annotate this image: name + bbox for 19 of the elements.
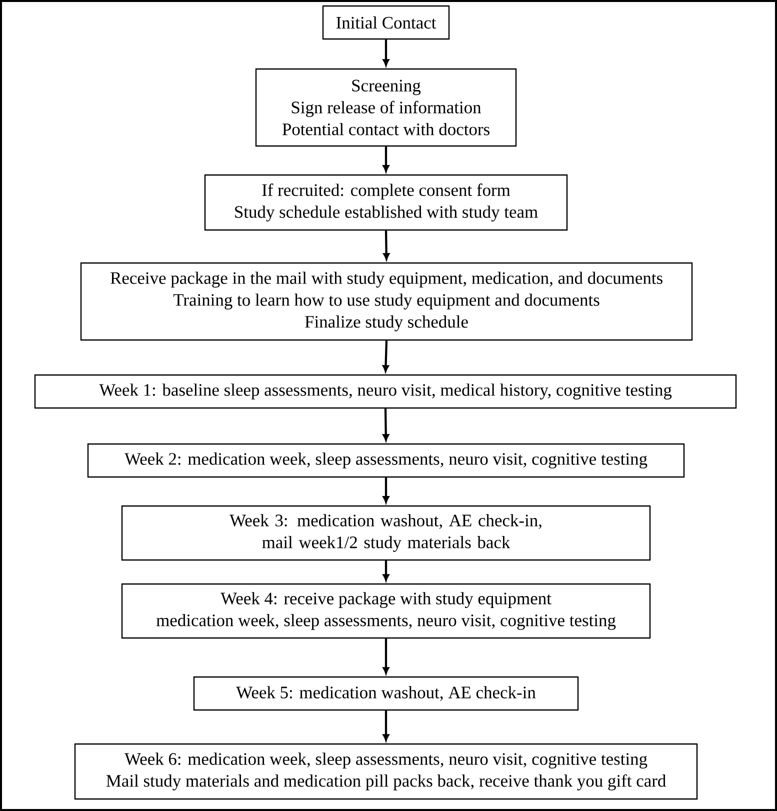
process-box: If recruited: complete consent form Study schedule established with study team [204,174,568,231]
process-box: Initial Contact [322,5,450,40]
arrow [382,408,390,441]
process-box: Week 2: medication week, sleep assessments, neuro visit, cognitive testing [87,443,685,478]
arrow [383,230,390,260]
process-box: Week 5: medication washout, AE check-in [193,676,579,711]
process-box: Week 4: receive package with study equipment medication week, sleep assessments, neuro visit, cognitive testing [121,583,651,639]
process-box: Week 3: medication washout, AE check-in, mail week1/2 study materials back [121,505,651,561]
process-box: Receive package in the mail with study equipment, medication, and documents Training to learn how to use study equipment and documents Finalize study schedule [80,262,693,341]
arrow [382,40,390,66]
process-box: Screening Sign release of information Potential contact with doctors [255,68,517,147]
arrow [382,638,390,674]
arrow [382,146,390,172]
process-box: Week 6: medication week, sleep assessments, neuro visit, cognitive testing Mail study materials and medication pill packs back, receive thank you gift card [74,743,698,800]
process-box: Week 1: baseline sleep assessments, neuro visit, medical history, cognitive testing [34,374,737,409]
arrow [382,560,390,581]
arrow [382,340,389,372]
arrow [382,710,390,741]
arrow [382,478,390,503]
